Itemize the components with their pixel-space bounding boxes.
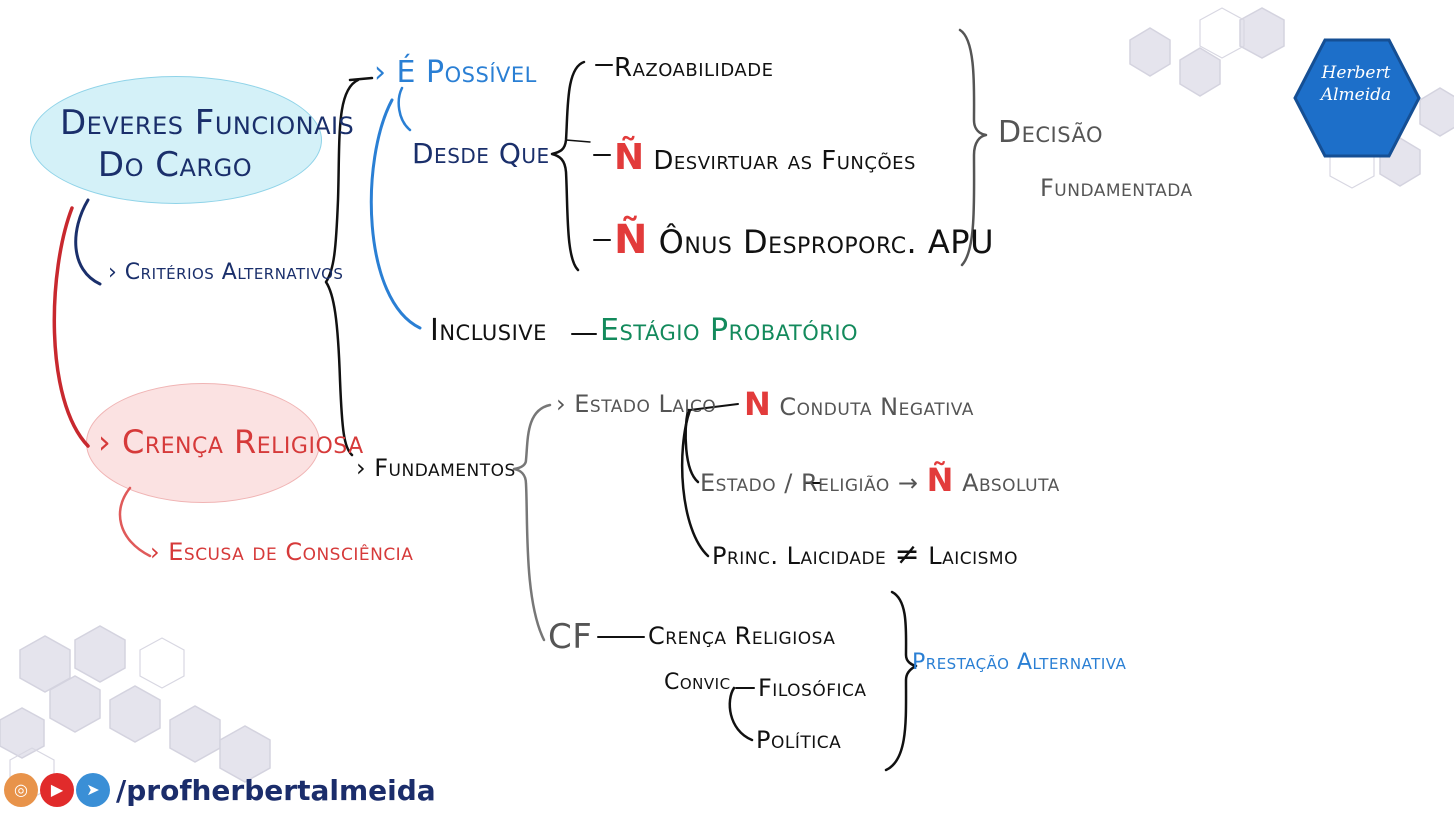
instagram-icon[interactable]: ◎ [4,773,38,807]
fundamentada-node: Fundamentada [1040,174,1193,202]
criterios-node: › Critérios Alternativos [108,260,344,285]
fundamentos-node: › Fundamentos [356,454,516,482]
estagio-node: Estágio Probatório [600,313,859,348]
crenca-religiosa-node: › Crença Religiosa [98,423,364,461]
root-bubble [30,76,322,204]
conduta-item: N Conduta Negativa [744,385,974,423]
escusa-node: › Escusa de Consciência [150,538,414,566]
onus-item: Ñ Ônus Desproporc. APU [614,217,995,263]
possivel-node: › É Possível [374,55,537,90]
razoabilidade-item: Razoabilidade [614,53,774,83]
cf-node: CF [548,617,593,657]
estado-laico-node: › Estado Laico [556,390,717,418]
prestacao-node: Prestação Alternativa [912,650,1127,675]
telegram-icon[interactable]: ➤ [76,773,110,807]
convic-item: Convic [664,670,731,695]
decisao-node: Decisão [998,115,1103,150]
desvirtuar-item: Ñ Desvirtuar as Funções [614,137,916,178]
inclusive-node: Inclusive [430,313,547,348]
root-title: Deveres Funcionais Do Cargo [60,103,355,185]
social-footer: ◎ ▶ ➤ /profherbertalmeida [4,770,436,810]
politica-item: Política [756,726,842,754]
estado-religiao-item: Estado / Religião → Ñ Absoluta [700,461,1060,499]
author-logo [1293,38,1421,158]
filosofica-item: Filosófica [758,674,867,702]
desde-que-node: Desde Que [412,137,550,170]
crenca-cf-item: Crença Religiosa [648,622,836,650]
crenca-bubble [86,383,320,503]
logo-text: Herbert Almeida [1320,63,1392,106]
youtube-icon[interactable]: ▶ [40,773,74,807]
laicidade-item: Princ. Laicidade ≠ Laicismo [712,537,1018,572]
social-handle[interactable]: /profherbertalmeida [116,773,436,807]
